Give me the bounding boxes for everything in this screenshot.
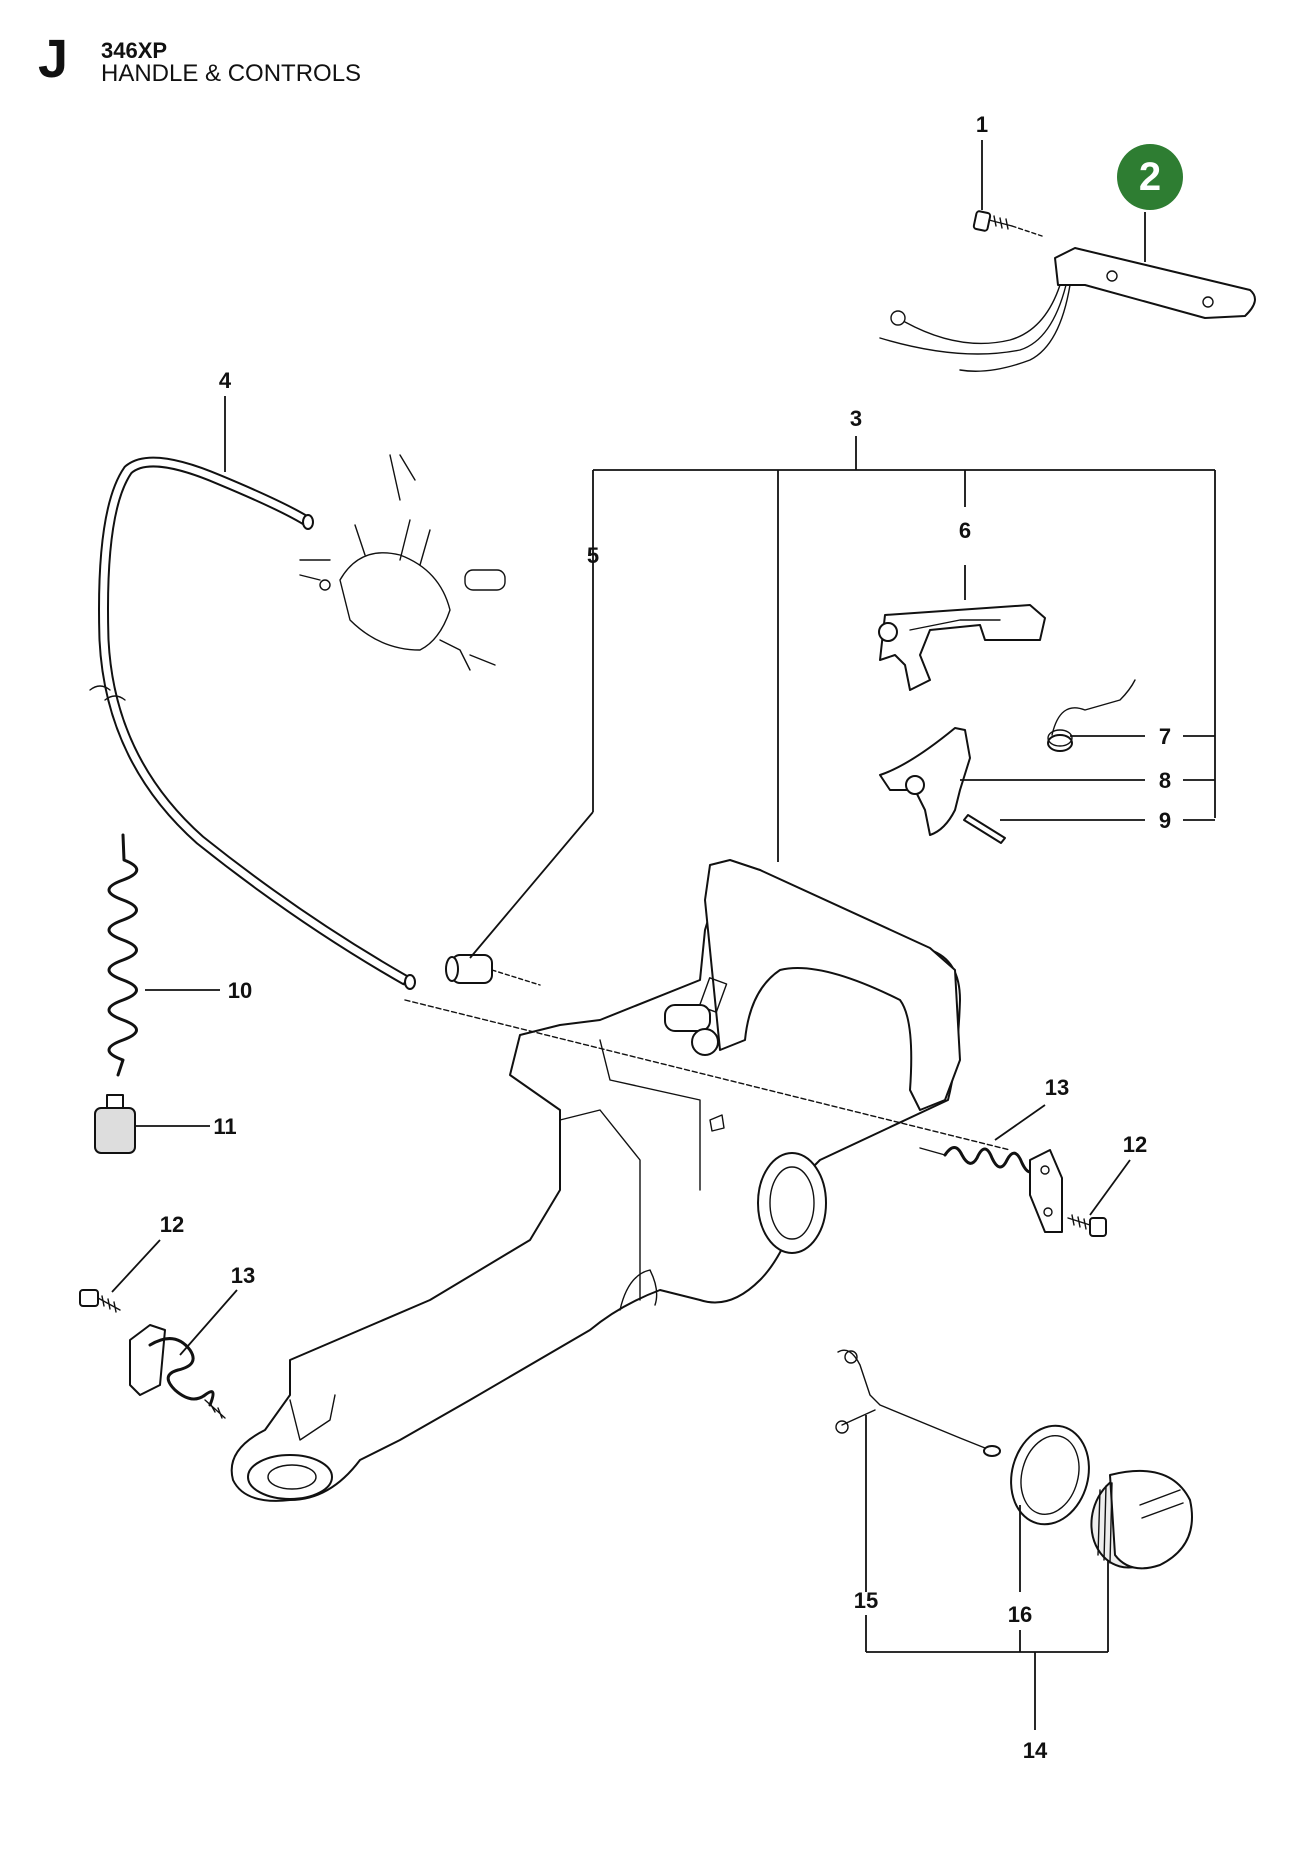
callout-7: 7 bbox=[1159, 724, 1171, 749]
callout-14: 14 bbox=[1023, 1738, 1048, 1763]
part-6-lockout bbox=[878, 604, 1046, 691]
leader-lines bbox=[111, 140, 1216, 1730]
callout-9: 9 bbox=[1159, 808, 1171, 833]
model-number: 346XP bbox=[101, 38, 168, 63]
screw-left bbox=[79, 1289, 121, 1313]
callout-12-left: 12 bbox=[160, 1212, 184, 1237]
callout-12-right: 12 bbox=[1123, 1132, 1147, 1157]
callout-3: 3 bbox=[850, 406, 862, 431]
rear-handle-body bbox=[230, 859, 1011, 1502]
av-spring-right bbox=[919, 1146, 1063, 1233]
callout-8: 8 bbox=[1159, 768, 1171, 793]
section-letter: J bbox=[38, 29, 69, 89]
callout-10: 10 bbox=[228, 978, 252, 1003]
part-16-o-ring bbox=[1010, 1424, 1090, 1526]
callout-13-right: 13 bbox=[1045, 1075, 1069, 1100]
callout-6: 6 bbox=[959, 518, 971, 543]
callout-1: 1 bbox=[976, 112, 988, 137]
part-9-pin bbox=[963, 814, 1006, 844]
part-5-grommet bbox=[445, 954, 541, 986]
badge-label: 2 bbox=[1138, 154, 1162, 199]
callout-15: 15 bbox=[854, 1588, 878, 1613]
callout-5: 5 bbox=[587, 543, 599, 568]
part-10-coil-hose bbox=[107, 833, 139, 1077]
part-15-strap bbox=[835, 1349, 1001, 1457]
callout-labels: 1 3 4 5 6 7 8 9 10 11 12 12 13 13 14 15 … bbox=[160, 112, 1171, 1763]
carburetor-sketch bbox=[299, 454, 506, 671]
part-7-spring bbox=[1047, 679, 1136, 752]
page-title: HANDLE & CONTROLS bbox=[101, 60, 362, 87]
part-badge-2: 2 bbox=[1117, 144, 1183, 210]
part-4-fuel-hose bbox=[89, 456, 416, 990]
av-spring-left bbox=[129, 1324, 226, 1419]
callout-16: 16 bbox=[1008, 1602, 1032, 1627]
part-1-screw bbox=[972, 210, 1043, 237]
part-11-fuel-filter bbox=[94, 1094, 136, 1154]
part-8-trigger bbox=[879, 727, 971, 836]
callout-13-left: 13 bbox=[231, 1263, 255, 1288]
screw-right bbox=[1067, 1214, 1107, 1237]
fuel-cap bbox=[1090, 1469, 1193, 1570]
callout-11: 11 bbox=[213, 1114, 236, 1139]
callout-4: 4 bbox=[219, 368, 232, 393]
part-2-bracket bbox=[879, 247, 1256, 372]
